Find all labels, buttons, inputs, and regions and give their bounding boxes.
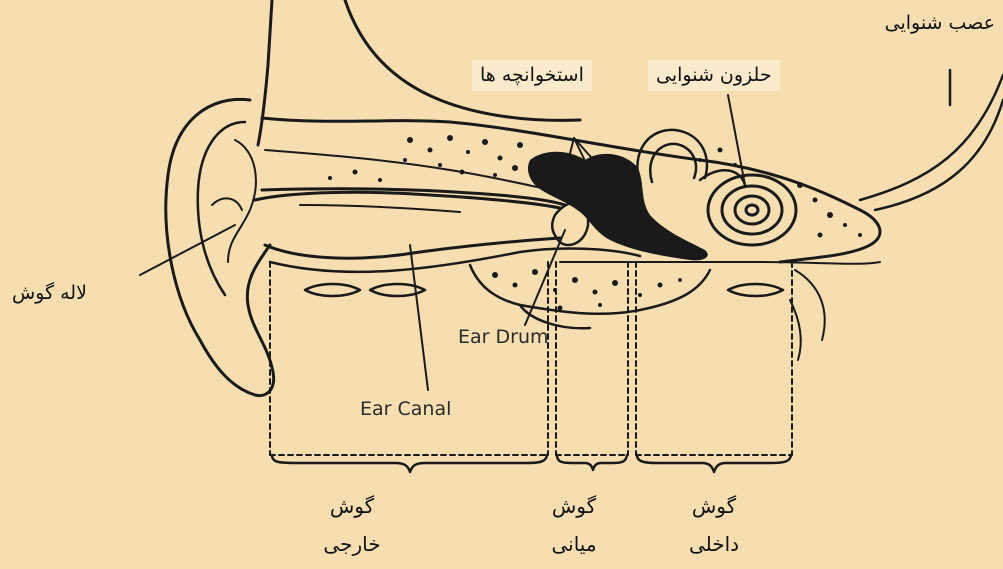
middle-ear-caption: گوش میانی [519,487,629,563]
middle-ear-line1: گوش [519,487,629,525]
inner-ear-line1: گوش [659,487,769,525]
ear-canal-label: Ear Canal [360,400,451,419]
skull-bone [258,0,880,262]
inner-ear-line2: داخلی [659,525,769,563]
section-braces [272,455,791,472]
inner-ear-caption: گوش داخلی [659,487,769,563]
middle-ear-line2: میانی [519,525,629,563]
auditory-nerve-shape [860,70,1003,210]
outer-ear-line1: گوش [297,487,407,525]
cochlea-label: حلزون شنوایی [648,60,780,91]
lower-bone [305,265,825,360]
auditory-nerve-label: عصب شنوایی [885,14,995,33]
section-boxes [270,262,792,455]
cochlea-spiral [708,175,796,245]
pinna-label: لاله گوش [12,284,87,303]
ossicles-label: استخوانچه ها [472,60,592,91]
outer-ear-line2: خارجی [297,525,407,563]
ear-drum-label: Ear Drum [458,328,549,347]
outer-ear-caption: گوش خارجی [297,487,407,563]
